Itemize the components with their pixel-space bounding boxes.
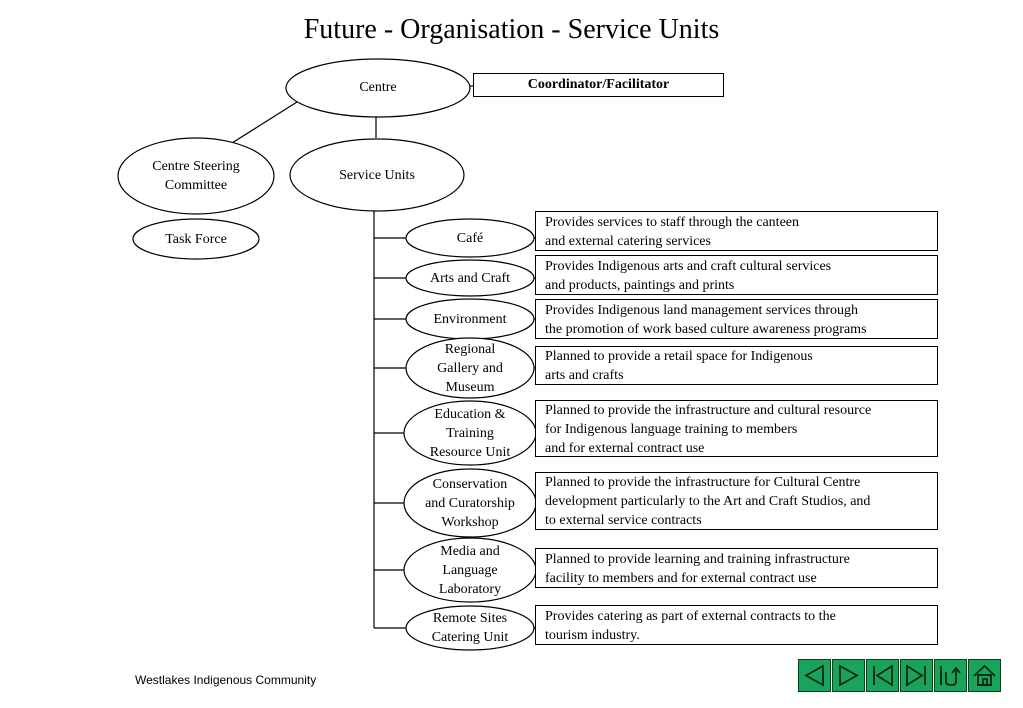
next-icon (839, 664, 859, 687)
steering-committee-label: Centre Steering Committee (152, 159, 240, 193)
last-button[interactable] (900, 659, 933, 692)
return-icon (940, 666, 961, 686)
centre-node (285, 58, 471, 118)
service-unit-description: Planned to provide learning and training… (535, 548, 938, 588)
service-units-node (289, 138, 465, 212)
home-icon (973, 664, 996, 686)
return-button[interactable] (934, 659, 967, 692)
service-unit-node (405, 605, 535, 651)
service-unit-label: Conservation and Curatorship Workshop (425, 476, 515, 530)
footer-organisation: Westlakes Indigenous Community (135, 673, 317, 687)
previous-jump-button[interactable] (866, 659, 899, 692)
steering-committee-node (117, 137, 275, 215)
service-unit-label: Regional Gallery and Museum (437, 341, 503, 395)
previous-jump-icon (873, 664, 893, 687)
service-unit-label: Education & Training Resource Unit (429, 406, 511, 460)
service-unit-label: Remote Sites Catering Unit (431, 611, 509, 645)
service-unit-node (405, 259, 535, 297)
service-unit-description: Planned to provide the infrastructure an… (535, 400, 938, 457)
last-icon (906, 664, 926, 687)
page-title: Future - Organisation - Service Units (303, 14, 720, 45)
task-force-label: Task Force (165, 231, 227, 247)
service-unit-label: Media and Language Laboratory (438, 543, 502, 597)
connector-centre-steering (231, 101, 298, 144)
next-button[interactable] (832, 659, 865, 692)
service-units-label: Service Units (339, 167, 415, 183)
service-unit-node (405, 218, 535, 258)
first-icon (804, 664, 824, 687)
service-unit-description: Provides services to staff through the c… (535, 211, 938, 251)
coordinator-box: Coordinator/Facilitator (473, 73, 724, 97)
service-unit-label: Café (456, 230, 484, 246)
service-unit-description: Provides catering as part of external co… (535, 605, 938, 645)
service-unit-description: Provides Indigenous arts and craft cultu… (535, 255, 938, 295)
centre-label: Centre (359, 79, 397, 95)
service-unit-description: Provides Indigenous land management serv… (535, 299, 938, 339)
first-button[interactable] (798, 659, 831, 692)
home-button[interactable] (968, 659, 1001, 692)
service-unit-label: Arts and Craft (429, 270, 511, 286)
service-unit-node (405, 337, 535, 399)
service-unit-description: Planned to provide the infrastructure fo… (535, 472, 938, 530)
service-unit-description: Planned to provide a retail space for In… (535, 346, 938, 385)
service-unit-label: Environment (433, 311, 507, 327)
task-force-node (132, 218, 260, 260)
navigation-bar (798, 659, 1002, 692)
